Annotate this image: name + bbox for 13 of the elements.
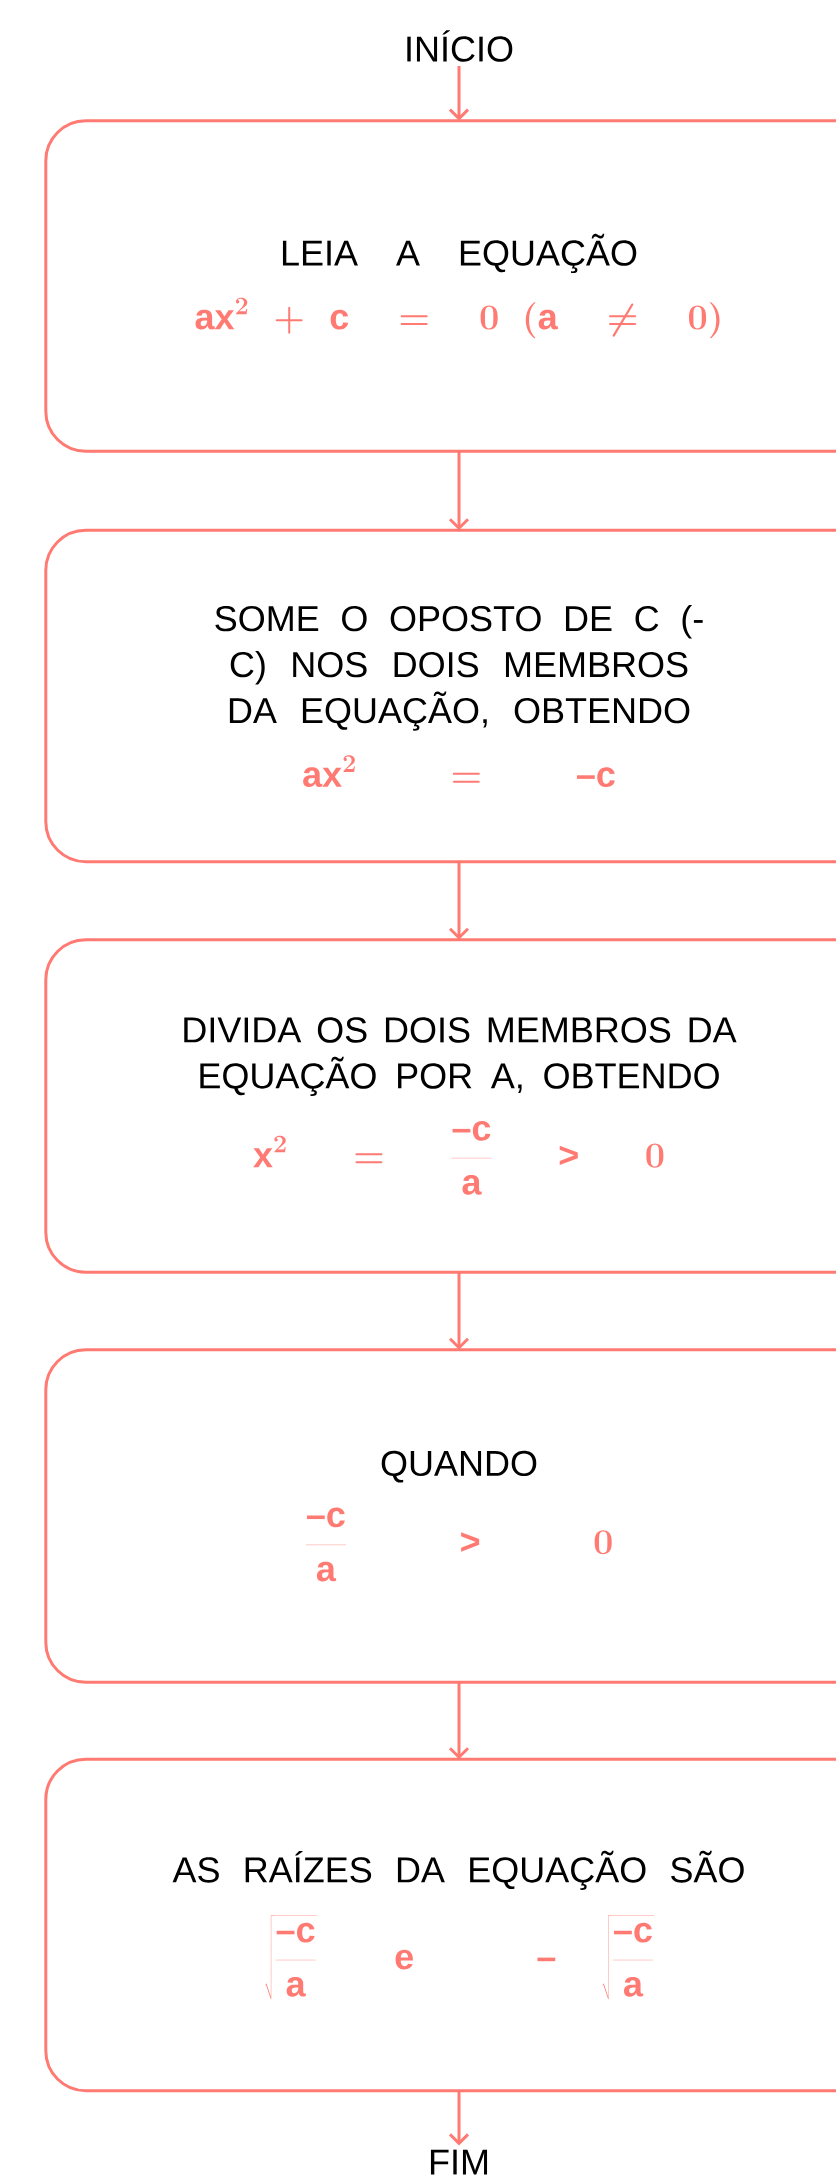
arrow: [448, 1272, 470, 1350]
terminal-label: INÍCIO: [407, 30, 513, 62]
process-box: DIVIDA OS DOIS MEMBROS DA EQUAÇÃO POR A, OBTENDO $x^2 = \frac{-c}{a} > 0$: [44, 938, 836, 1274]
process-box: QUANDO $\frac{-c}{a} > 0$: [44, 1348, 836, 1684]
arrow: [448, 2090, 470, 2146]
arrow: [448, 451, 470, 531]
arrow: [448, 861, 470, 940]
arrow: [448, 1682, 470, 1760]
arrow: [448, 66, 470, 121]
process-box: SOME O OPOSTO DE C (-C) NOS DOIS MEMBROS DA EQUAÇÃO, OBTENDO $ax^2 = -c$: [44, 528, 836, 864]
terminal-label: FIM: [430, 2149, 488, 2175]
process-box: LEIA A EQUAÇÃO $ax^2 + c = 0\ (a \neq 0)$: [44, 119, 836, 453]
process-box: AS RAÍZES DA EQUAÇÃO SÃO $\sqrt{\frac{-c}{a}}\ \ \mathrm{e}\ \ -\sqrt{\frac{-c}{a}}$: [44, 1757, 836, 2093]
